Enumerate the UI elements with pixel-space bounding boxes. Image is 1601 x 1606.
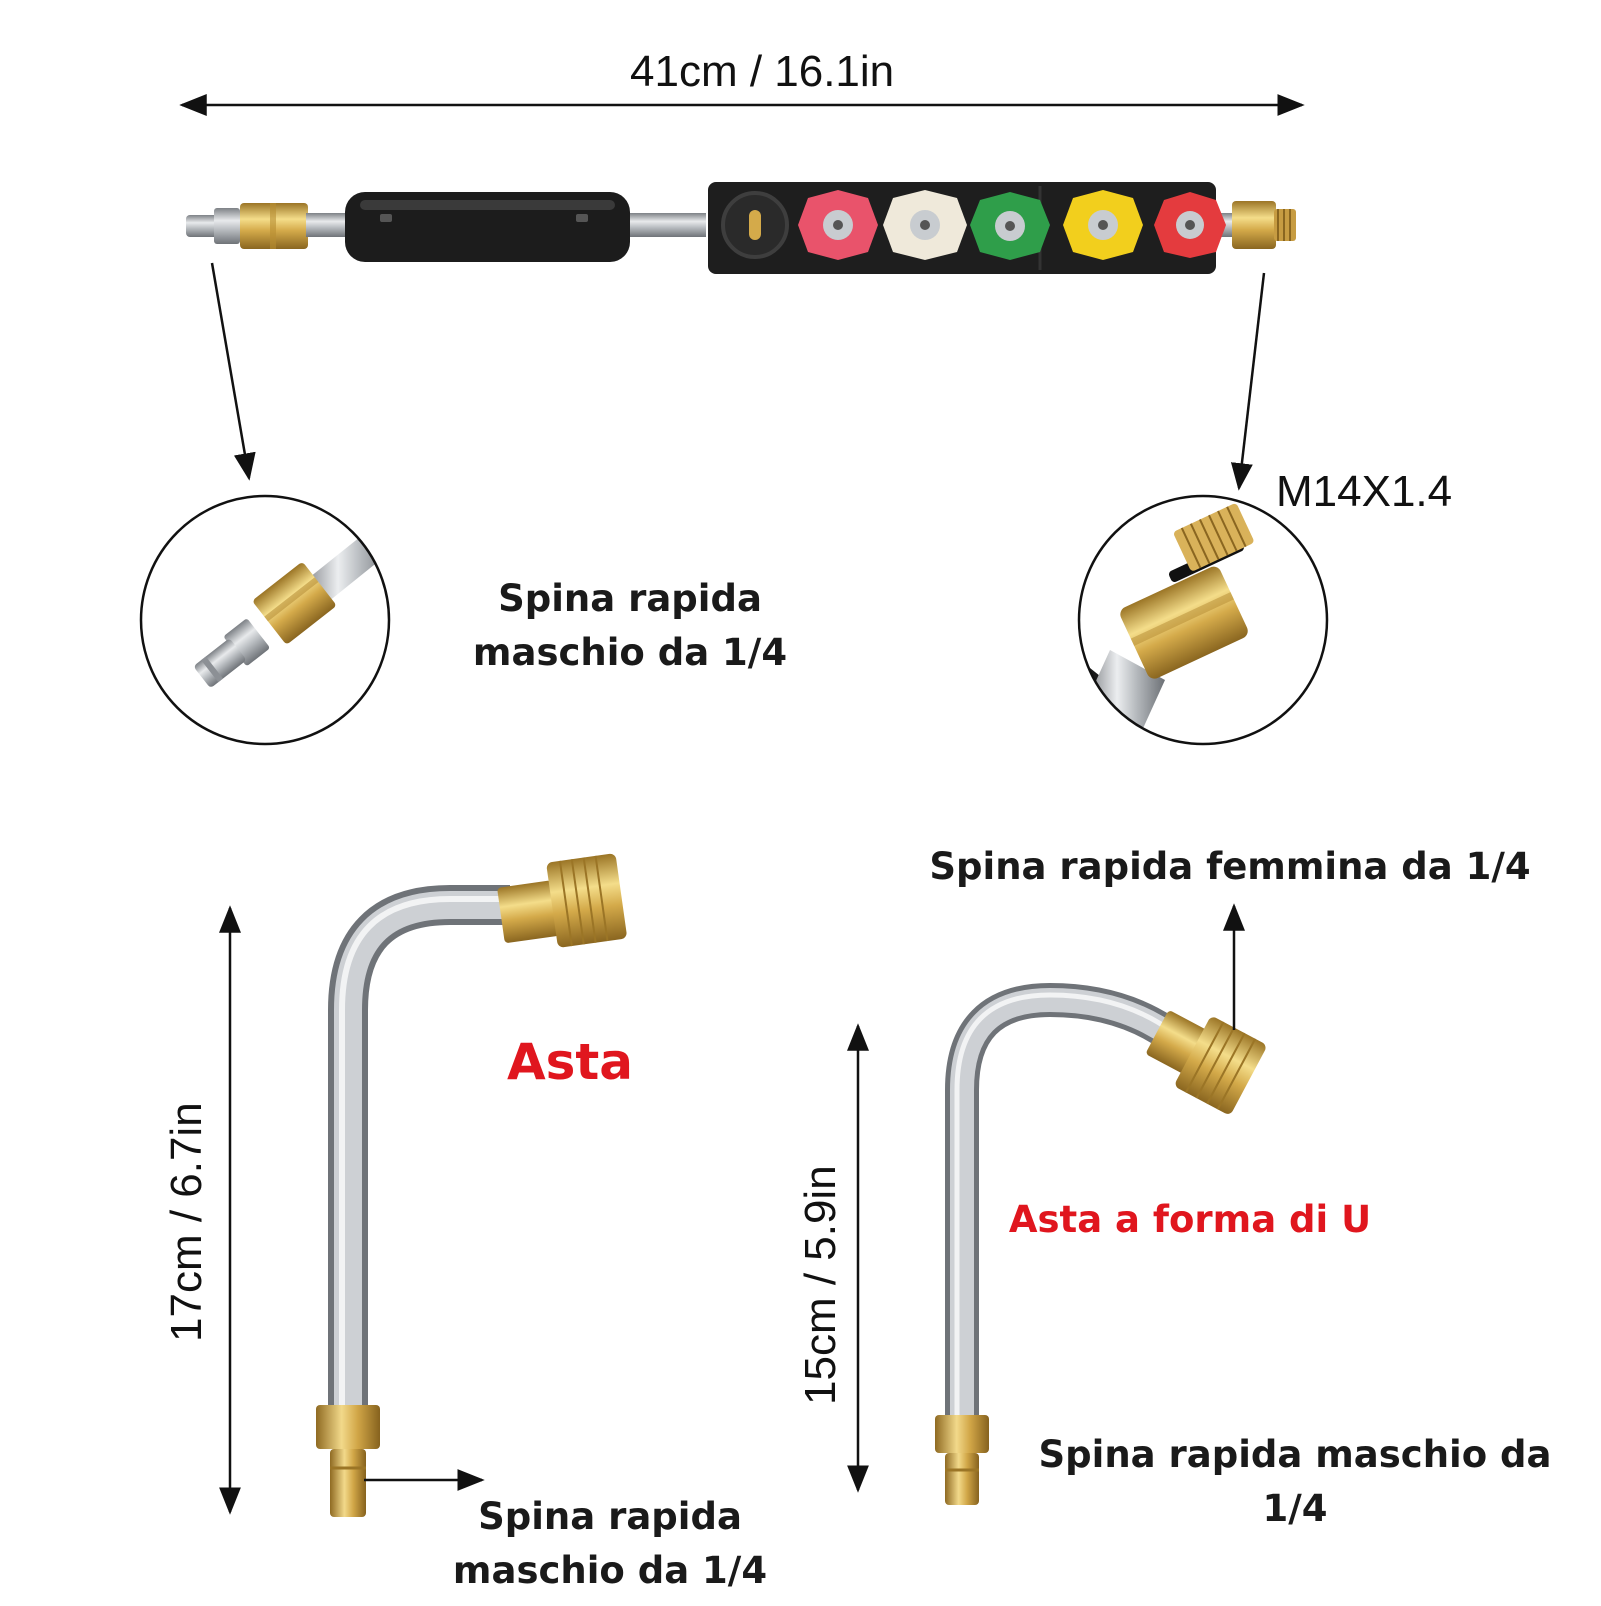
female-coupler [497,853,627,948]
quick-plug-detail-circle [139,494,391,746]
asta-title: Asta [506,1033,634,1091]
red-nozzle-icon [798,190,878,260]
height-dimension-label-left: 17cm / 6.7in [162,1102,211,1342]
green-nozzle-icon [970,192,1050,260]
height-dimension-label-right: 15cm / 5.9in [796,1165,845,1405]
soap-nozzle-icon [721,191,789,259]
quick-plug-male-caption-right: Spina rapida maschio da 1/4 [1038,1433,1552,1530]
quick-plug-male-caption-top: Spina rapida maschio da 1/4 [472,577,788,674]
female-coupler-u [1146,1011,1266,1114]
left-pointer-arrow [210,262,256,481]
quick-plug-male-caption-left: Spina rapida maschio da 1/4 [452,1495,768,1592]
yellow-nozzle-icon [1063,190,1143,260]
thread-fitting-detail-circle [1077,494,1329,746]
white-nozzle-icon [883,190,967,260]
right-pointer-arrow [1230,272,1266,491]
angled-wand [316,853,627,1517]
quick-plug-female-caption: Spina rapida femmina da 1/4 [929,845,1531,888]
red-nozzle-icon-2 [1154,192,1226,258]
thread-size-label: M14X1.4 [1276,467,1453,516]
u-shaped-wand [935,982,1266,1505]
length-dimension-label: 41cm / 16.1in [630,47,895,96]
asta-u-title: Asta a forma di U [1008,1198,1372,1241]
